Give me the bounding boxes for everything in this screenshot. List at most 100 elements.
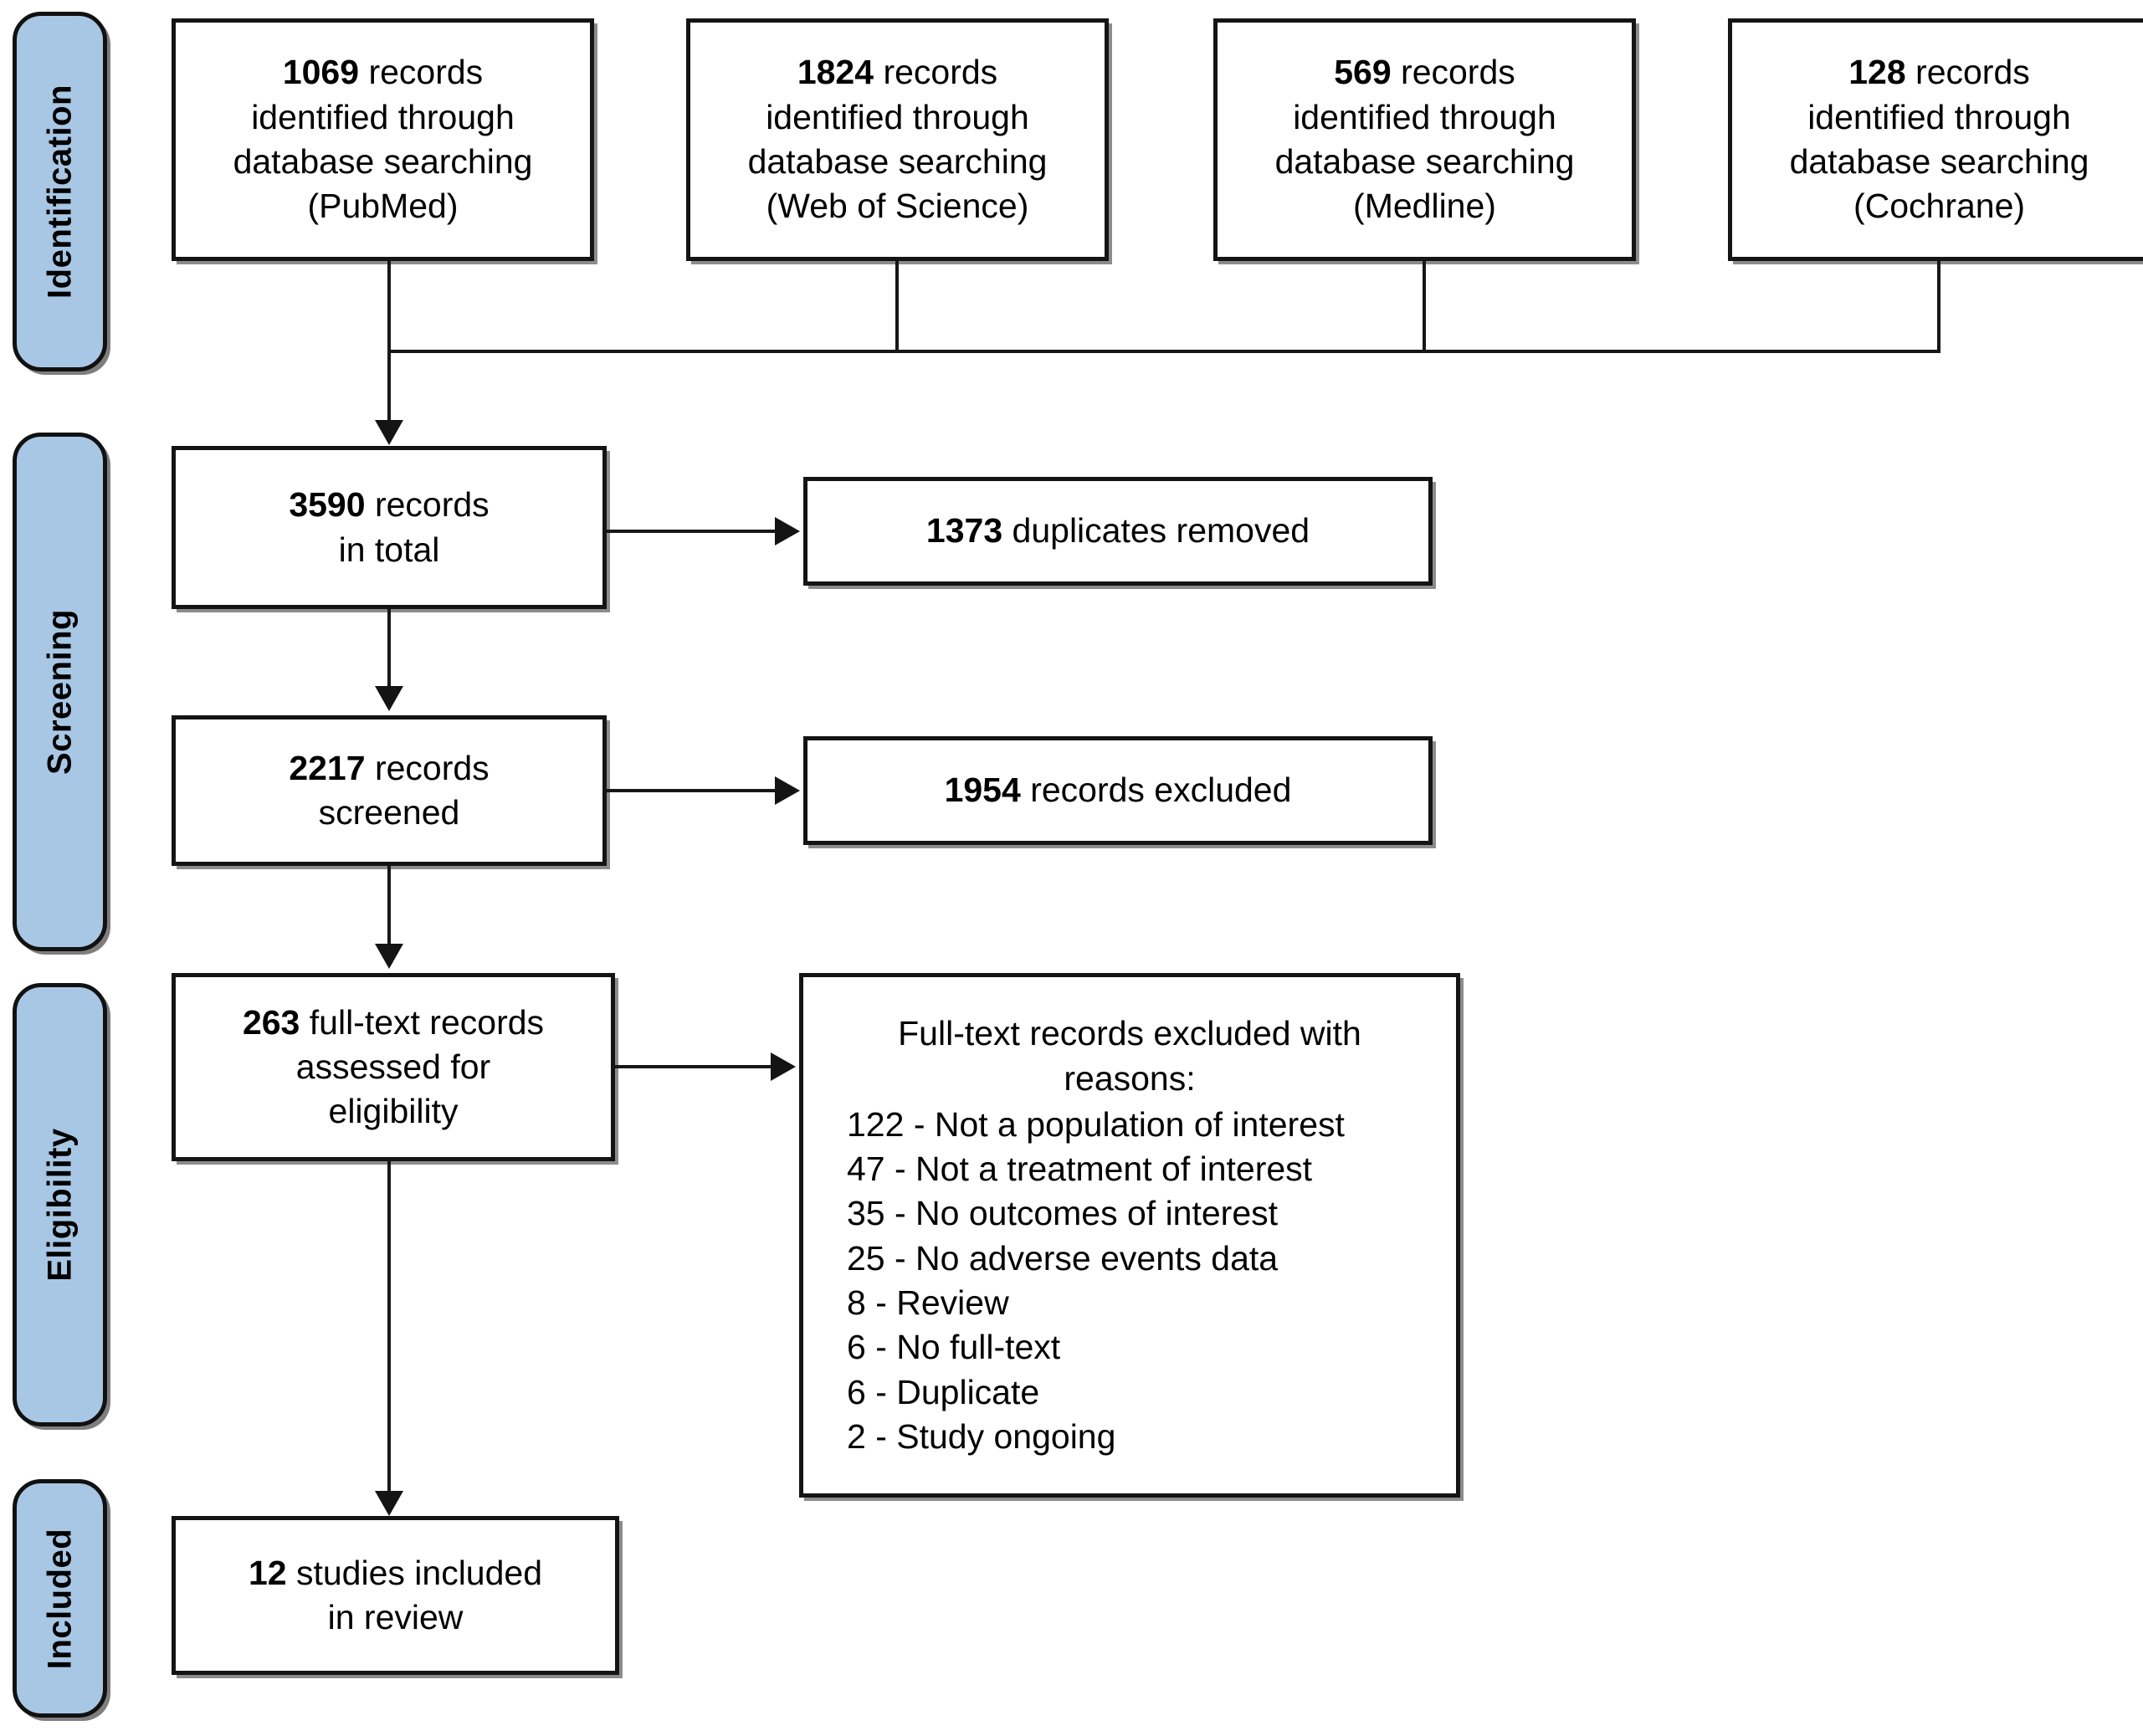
reason-count: 6 [847, 1372, 866, 1411]
duplicates-removed-text: 1373 duplicates removed [807, 509, 1428, 553]
fulltext-excluded-box: Full-text records excluded with reasons:… [799, 973, 1460, 1498]
duplicates-removed-box: 1373 duplicates removed [803, 477, 1433, 586]
source-line2-cochrane: identified through [1807, 97, 2071, 136]
reason-label: No full-text [896, 1328, 1061, 1367]
records-excluded-label: records excluded [1020, 771, 1292, 810]
included-studies-line2: in review [327, 1598, 464, 1636]
fulltext-excluded-text: Full-text records excluded with reasons:… [803, 1011, 1456, 1459]
records-screened-text: 2217 records screened [176, 746, 602, 836]
total-records-unit: records [365, 485, 490, 525]
fulltext-assessed-box: 263 full-text records assessed for eligi… [172, 973, 615, 1161]
records-screened-box: 2217 records screened [172, 715, 607, 866]
connector-screened-to-fulltext [387, 866, 391, 950]
source-box-web-of-science-text: 1824 records identified through database… [690, 50, 1105, 228]
source-box-pubmed-text: 1069 records identified through database… [176, 50, 590, 228]
stage-tab-included: Included [13, 1479, 107, 1718]
stage-label-included: Included [41, 1528, 78, 1669]
reason-item: 122 - Not a population of interest [847, 1104, 1345, 1144]
fulltext-assessed-line2: assessed for [295, 1047, 491, 1086]
connector-sources-bus [387, 350, 1940, 353]
connector-total-to-duplicates [607, 530, 779, 533]
stage-tab-screening: Screening [13, 433, 107, 951]
source-line3-cochrane: database searching [1789, 142, 2089, 181]
source-unit-web-of-science: records [874, 53, 998, 92]
reason-item: 2 - Study ongoing [847, 1416, 1116, 1456]
fulltext-assessed-count: 263 [242, 1002, 300, 1042]
duplicates-removed-count: 1373 [925, 511, 1003, 551]
arrow-screened-to-excluded [775, 776, 800, 805]
source-database-cochrane: (Cochrane) [1853, 187, 2026, 226]
arrow-sources-to-total [375, 420, 403, 445]
fulltext-assessed-line3: eligibility [328, 1092, 459, 1131]
source-line3-medline: database searching [1274, 142, 1575, 181]
source-unit-medline: records [1391, 53, 1515, 92]
stage-label-eligibility: Eligibility [41, 1128, 78, 1282]
reason-item: 47 - Not a treatment of interest [847, 1150, 1313, 1189]
source-box-medline-text: 569 records identified through database … [1218, 50, 1632, 228]
arrow-fulltext-to-excluded [771, 1052, 796, 1081]
included-studies-box: 12 studies included in review [172, 1516, 619, 1675]
reason-label: Not a population of interest [934, 1104, 1345, 1144]
stage-label-identification: Identification [41, 84, 78, 299]
fulltext-excluded-heading-line2: reasons: [1064, 1059, 1196, 1098]
connector-cochrane-drop [1937, 261, 1940, 351]
source-database-medline: (Medline) [1353, 187, 1496, 226]
records-screened-unit: records [365, 748, 490, 787]
reason-label: No adverse events data [915, 1238, 1279, 1278]
reason-count: 25 [847, 1238, 885, 1278]
arrow-total-to-duplicates [775, 517, 800, 545]
reason-label: Study ongoing [896, 1416, 1116, 1456]
source-line2-web-of-science: identified through [766, 97, 1029, 136]
connector-medline-drop [1423, 261, 1426, 351]
reason-label: No outcomes of interest [915, 1194, 1279, 1233]
records-screened-line2: screened [318, 793, 460, 832]
reason-item: 8 - Review [847, 1283, 1009, 1322]
source-line3-pubmed: database searching [233, 142, 533, 181]
duplicates-removed-label: duplicates removed [1002, 511, 1310, 551]
stage-tab-identification: Identification [13, 12, 107, 371]
source-count-cochrane: 128 [1848, 53, 1906, 92]
reason-count: 47 [847, 1150, 885, 1189]
source-line2-medline: identified through [1293, 97, 1556, 136]
arrow-total-to-screened [375, 686, 403, 711]
connector-pubmed-drop [387, 261, 391, 441]
included-studies-text: 12 studies included in review [176, 1551, 615, 1641]
stage-tab-eligibility: Eligibility [13, 983, 107, 1426]
records-excluded-text: 1954 records excluded [807, 768, 1428, 812]
reason-count: 122 [847, 1104, 905, 1144]
reason-label: Duplicate [896, 1372, 1040, 1411]
arrow-screened-to-fulltext [375, 944, 403, 969]
records-excluded-count: 1954 [944, 771, 1021, 810]
source-count-web-of-science: 1824 [797, 53, 874, 92]
fulltext-excluded-reasons-list: 122 - Not a population of interest 47 - … [810, 1103, 1449, 1459]
reason-label: Not a treatment of interest [915, 1150, 1313, 1189]
source-line2-pubmed: identified through [251, 97, 515, 136]
source-box-web-of-science: 1824 records identified through database… [686, 18, 1109, 261]
total-records-count: 3590 [289, 485, 366, 525]
reason-count: 6 [847, 1328, 866, 1367]
source-count-medline: 569 [1334, 53, 1392, 92]
source-line3-web-of-science: database searching [747, 142, 1048, 181]
connector-total-to-screened [387, 609, 391, 693]
total-records-box: 3590 records in total [172, 446, 607, 609]
fulltext-assessed-unit: full-text records [300, 1002, 545, 1042]
source-unit-cochrane: records [1905, 53, 2030, 92]
source-count-pubmed: 1069 [282, 53, 360, 92]
fulltext-assessed-text: 263 full-text records assessed for eligi… [176, 1001, 611, 1134]
source-database-web-of-science: (Web of Science) [766, 187, 1029, 226]
records-excluded-box: 1954 records excluded [803, 736, 1433, 845]
source-box-cochrane: 128 records identified through database … [1728, 18, 2143, 261]
reason-count: 8 [847, 1283, 866, 1322]
included-studies-count: 12 [248, 1553, 287, 1592]
reason-label: Review [896, 1283, 1009, 1322]
reason-item: 35 - No outcomes of interest [847, 1194, 1279, 1233]
connector-fulltext-to-included [387, 1161, 391, 1496]
reason-item: 6 - Duplicate [847, 1372, 1040, 1411]
source-box-medline: 569 records identified through database … [1213, 18, 1636, 261]
source-box-cochrane-text: 128 records identified through database … [1732, 50, 2143, 228]
source-box-pubmed: 1069 records identified through database… [172, 18, 594, 261]
total-records-line2: in total [338, 530, 440, 569]
records-screened-count: 2217 [289, 748, 366, 787]
arrow-fulltext-to-included [375, 1491, 403, 1516]
